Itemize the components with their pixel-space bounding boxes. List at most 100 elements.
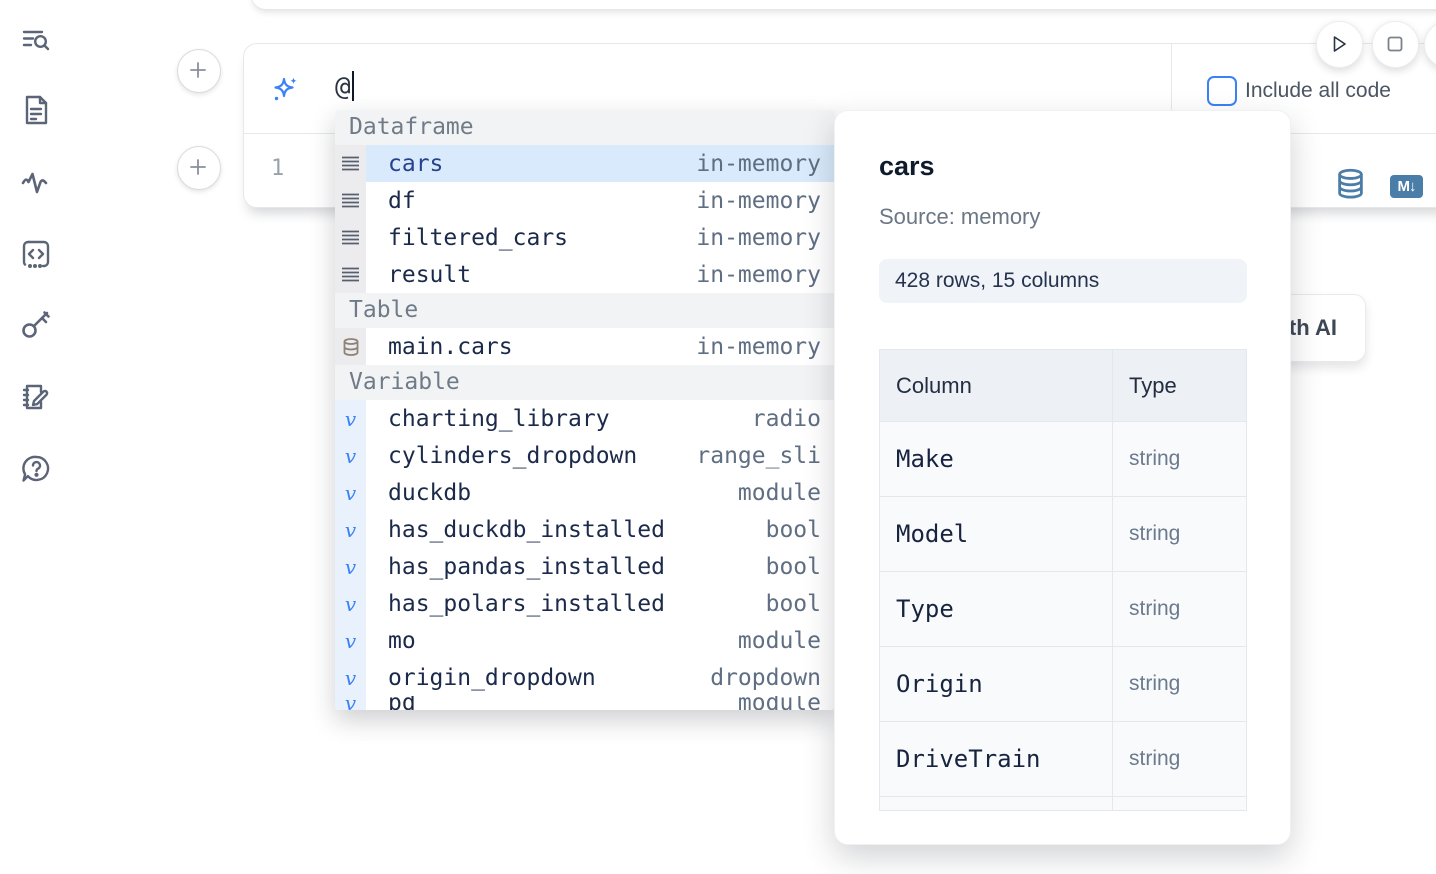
autocomplete-item-origin_dropdown[interactable]: v origin_dropdown dropdown <box>335 659 835 696</box>
variable-icon: v <box>344 406 357 431</box>
item-type: in-memory <box>696 224 821 251</box>
play-icon <box>1333 36 1346 52</box>
sidebar <box>0 0 72 874</box>
item-name: duckdb <box>388 479 472 506</box>
type-header: Type <box>1129 372 1177 398</box>
section-header-table: Table <box>335 293 835 328</box>
item-type: in-memory <box>696 261 821 288</box>
ai-prompt-input[interactable]: @ <box>335 71 354 102</box>
item-name: cars <box>388 150 444 177</box>
item-name: charting_library <box>388 405 610 432</box>
schema-table: Column Type Make string Model string Typ… <box>879 349 1247 811</box>
table-db-icon <box>341 337 361 357</box>
item-name: has_duckdb_installed <box>388 516 665 543</box>
autocomplete-item-charting_library[interactable]: v charting_library radio <box>335 400 835 437</box>
item-type: radio <box>751 405 821 432</box>
autocomplete-item-has_duckdb_installed[interactable]: v has_duckdb_installed bool <box>335 511 835 548</box>
code-editor-row[interactable]: 1 M↓ <box>244 134 1436 206</box>
table-row: Origin string <box>880 646 1246 721</box>
variable-icon: v <box>344 628 357 653</box>
item-type: bool <box>765 590 821 617</box>
plus-icon <box>190 62 206 78</box>
autocomplete-item-main-cars[interactable]: main.cars in-memory <box>335 328 835 365</box>
list-search-icon[interactable] <box>19 23 53 57</box>
stop-button[interactable] <box>1372 21 1419 68</box>
variable-icon: v <box>344 517 357 542</box>
item-type: bool <box>765 516 821 543</box>
autocomplete-item-mo[interactable]: v mo module <box>335 622 835 659</box>
item-name: result <box>388 261 472 288</box>
activity-icon[interactable] <box>19 166 53 200</box>
variable-icon: v <box>344 554 357 579</box>
snippets-icon[interactable] <box>19 237 53 271</box>
item-name: cylinders_dropdown <box>388 442 638 469</box>
item-name: main.cars <box>388 333 513 360</box>
variable-icon: v <box>344 480 357 505</box>
table-row: Type string <box>880 571 1246 646</box>
database-icon[interactable] <box>1336 168 1365 200</box>
column-type: string <box>1129 447 1181 470</box>
item-name: filtered_cars <box>388 224 569 251</box>
help-icon[interactable] <box>19 452 53 486</box>
item-type: in-memory <box>696 333 821 360</box>
item-type: module <box>737 479 821 506</box>
item-type: bool <box>765 553 821 580</box>
prompt-value: @ <box>335 72 351 102</box>
item-type: range_sli <box>696 442 821 469</box>
autocomplete-item-filtered_cars[interactable]: filtered_cars in-memory <box>335 219 835 256</box>
item-name: pd <box>388 696 416 710</box>
item-type: module <box>737 627 821 654</box>
shape-badge: 428 rows, 15 columns <box>879 259 1247 303</box>
run-cell-button[interactable] <box>1316 21 1363 68</box>
sparkles-icon <box>274 77 297 101</box>
autocomplete-item-cylinders_dropdown[interactable]: v cylinders_dropdown range_sli <box>335 437 835 474</box>
markdown-icon[interactable]: M↓ <box>1390 175 1423 198</box>
column-name: DriveTrain <box>896 745 1041 773</box>
section-header-dataframe: Dataframe <box>335 110 835 145</box>
line-number: 1 <box>271 156 285 181</box>
divider <box>1171 44 1172 133</box>
autocomplete-item-result[interactable]: result in-memory <box>335 256 835 293</box>
key-icon[interactable] <box>19 308 53 342</box>
dataframe-icon <box>342 156 359 171</box>
add-cell-above-button[interactable] <box>177 49 221 93</box>
column-header: Column <box>896 372 972 398</box>
file-text-icon[interactable] <box>19 93 53 127</box>
item-name: mo <box>388 627 416 654</box>
table-row: Model string <box>880 496 1246 571</box>
plus-icon <box>190 159 206 175</box>
item-name: origin_dropdown <box>388 664 596 691</box>
preview-title: cars <box>879 151 935 181</box>
item-name: has_pandas_installed <box>388 553 665 580</box>
scratchpad-icon[interactable] <box>19 380 53 414</box>
include-all-code-checkbox[interactable] <box>1207 76 1237 106</box>
column-type: string <box>1129 522 1181 545</box>
stop-icon <box>1387 36 1403 52</box>
dataframe-icon <box>342 230 359 245</box>
add-cell-below-button[interactable] <box>177 146 221 190</box>
variable-icon: v <box>344 443 357 468</box>
item-type: module <box>737 696 821 710</box>
item-name: df <box>388 187 416 214</box>
item-type: dropdown <box>710 664 821 691</box>
column-type: string <box>1129 747 1181 770</box>
column-type: string <box>1129 597 1181 620</box>
autocomplete-item-duckdb[interactable]: v duckdb module <box>335 474 835 511</box>
column-name: Type <box>896 595 954 623</box>
table-row: DriveTrain string <box>880 721 1246 796</box>
text-cursor <box>351 71 354 101</box>
variable-icon: v <box>344 665 357 690</box>
preview-source: Source: memory <box>879 204 1041 229</box>
dataframe-preview-popup: cars Source: memory 428 rows, 15 columns… <box>834 110 1291 845</box>
schema-header-row: Column Type <box>880 350 1246 421</box>
autocomplete-item-has_pandas_installed[interactable]: v has_pandas_installed bool <box>335 548 835 585</box>
include-all-code-label: Include all code <box>1245 79 1391 102</box>
column-type: string <box>1129 672 1181 695</box>
dataframe-icon <box>342 193 359 208</box>
column-name: Model <box>896 520 969 548</box>
